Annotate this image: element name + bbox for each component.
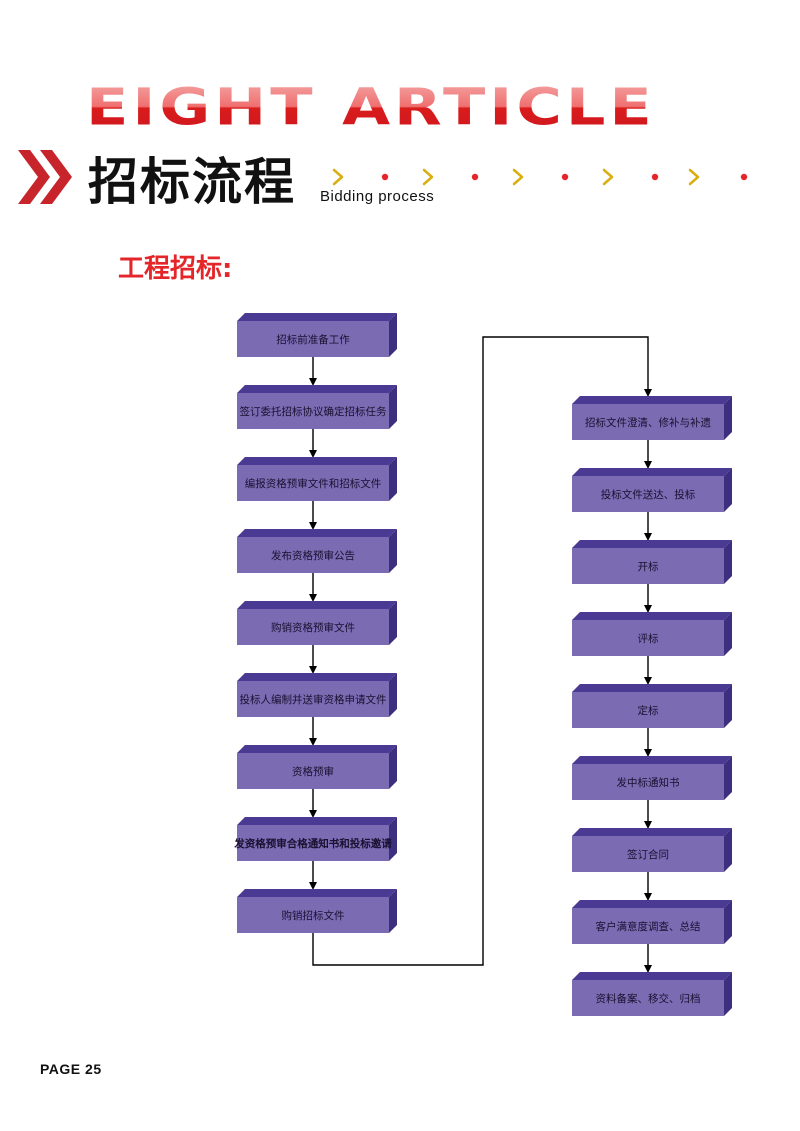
flow-box xyxy=(237,457,397,501)
flow-box xyxy=(237,601,397,645)
flow-box xyxy=(237,745,397,789)
flow-box xyxy=(237,817,397,861)
flow-step-label: 投标人编制并送审资格申请文件 xyxy=(239,693,387,706)
flow-box xyxy=(572,900,732,944)
flow-box xyxy=(237,529,397,573)
flow-step-label: 发资格预审合格通知书和投标邀请 xyxy=(234,837,392,850)
flow-step-label: 编报资格预审文件和招标文件 xyxy=(244,477,382,490)
double-chevron-icon xyxy=(18,150,72,204)
flow-step-label: 投标文件送达、投标 xyxy=(600,488,696,501)
flow-step-label: 签订委托招标协议确定招标任务 xyxy=(239,405,387,418)
flow-step-label: 评标 xyxy=(637,632,659,645)
page-number: PAGE 25 xyxy=(40,1061,102,1077)
page-subtitle: Bidding process xyxy=(320,188,435,205)
flow-box xyxy=(572,756,732,800)
flow-box xyxy=(572,684,732,728)
flow-step-label: 购销招标文件 xyxy=(281,909,345,922)
flow-step-label: 开标 xyxy=(637,560,659,573)
flow-box xyxy=(237,889,397,933)
page-title: 招标流程 xyxy=(88,153,296,211)
flow-step-label: 签订合同 xyxy=(627,848,669,861)
flow-step-label: 客户满意度调查、总结 xyxy=(595,920,701,933)
flow-box xyxy=(572,468,732,512)
flow-box xyxy=(572,612,732,656)
flow-box xyxy=(237,313,397,357)
flow-box xyxy=(572,972,732,1016)
flow-step-label: 发布资格预审公告 xyxy=(271,549,355,562)
flow-step-label: 招标前准备工作 xyxy=(276,333,350,346)
flow-connector-line xyxy=(312,336,652,966)
flow-box xyxy=(572,396,732,440)
flow-step-label: 招标文件澄清、修补与补遗 xyxy=(585,416,711,429)
flow-step-label: 发中标通知书 xyxy=(616,776,680,789)
flow-box xyxy=(572,828,732,872)
flow-connectors xyxy=(309,336,652,973)
flow-step-label: 购销资格预审文件 xyxy=(271,621,355,634)
flow-box xyxy=(237,385,397,429)
section-label: 工程招标: xyxy=(118,254,233,284)
flow-box xyxy=(572,540,732,584)
flow-step-label: 定标 xyxy=(637,704,659,717)
flow-step-label: 资格预审 xyxy=(292,765,334,778)
flow-step-label: 资料备案、移交、归档 xyxy=(595,992,701,1005)
flow-boxes xyxy=(237,313,732,1016)
chevron-dots-decoration xyxy=(332,168,748,186)
flow-box xyxy=(237,673,397,717)
banner-title: EIGHT ARTICLE xyxy=(86,76,656,137)
